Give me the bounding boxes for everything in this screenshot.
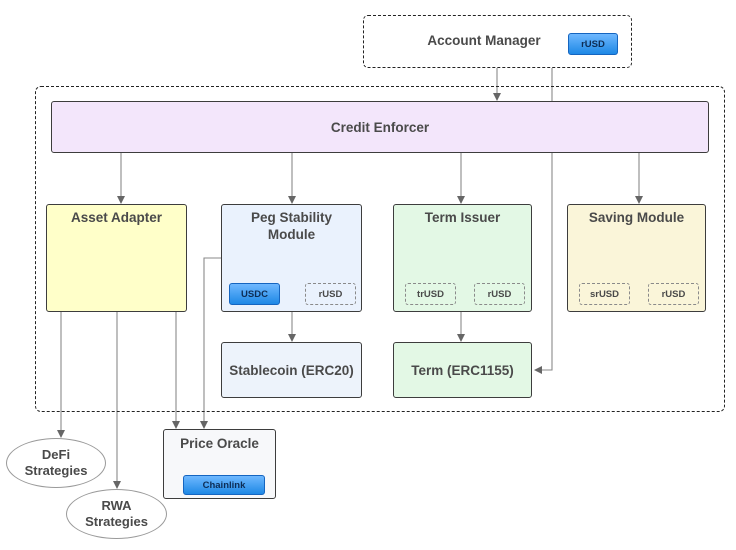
saving-module-box: Saving Module srUSD rUSD (567, 204, 706, 312)
saving-module-badge-srusd: srUSD (579, 283, 630, 305)
term-issuer-badge-trusd: trUSD (405, 283, 456, 305)
term-box: Term (ERC1155) (393, 342, 532, 398)
asset-adapter-title: Asset Adapter (70, 210, 163, 225)
stablecoin-title: Stablecoin (ERC20) (229, 363, 354, 378)
saving-module-badge-rusd: rUSD (648, 283, 699, 305)
peg-stability-title-line-2: Module (267, 227, 316, 242)
peg-stability-title-line-1: Peg Stability (250, 210, 333, 225)
price-oracle-box: Price Oracle Chainlink (163, 429, 276, 499)
term-issuer-badge-rusd: rUSD (474, 283, 525, 305)
defi-strategies-line-2: Strategies (24, 463, 88, 478)
saving-module-title: Saving Module (588, 210, 685, 225)
stablecoin-box: Stablecoin (ERC20) (221, 342, 362, 398)
term-title: Term (ERC1155) (411, 363, 514, 378)
credit-enforcer-box: Credit Enforcer (51, 101, 709, 153)
account-manager-box: Account Manager rUSD (363, 15, 632, 68)
rwa-strategies-line-2: Strategies (85, 514, 148, 529)
system-boundary (35, 86, 725, 412)
peg-stability-badge-rusd: rUSD (305, 283, 356, 305)
term-issuer-title: Term Issuer (424, 210, 501, 225)
edge-peg-stability-to-price-oracle (200, 257, 221, 429)
rwa-strategies-node: RWA Strategies (66, 489, 167, 539)
edge-account-manager-to-term (534, 67, 553, 374)
peg-stability-badge-usdc: USDC (229, 283, 280, 305)
term-issuer-box: Term Issuer trUSD rUSD (393, 204, 532, 312)
price-oracle-badge-chainlink: Chainlink (183, 475, 265, 495)
defi-strategies-line-1: DeFi (41, 447, 71, 462)
credit-enforcer-title: Credit Enforcer (330, 120, 430, 135)
peg-stability-box: Peg Stability Module USDC rUSD (221, 204, 362, 312)
defi-strategies-node: DeFi Strategies (6, 438, 106, 488)
price-oracle-title: Price Oracle (180, 436, 259, 451)
asset-adapter-box: Asset Adapter (46, 204, 187, 312)
rwa-strategies-line-1: RWA (101, 498, 132, 513)
account-manager-badge: rUSD (568, 33, 618, 55)
account-manager-title: Account Manager (427, 33, 541, 48)
